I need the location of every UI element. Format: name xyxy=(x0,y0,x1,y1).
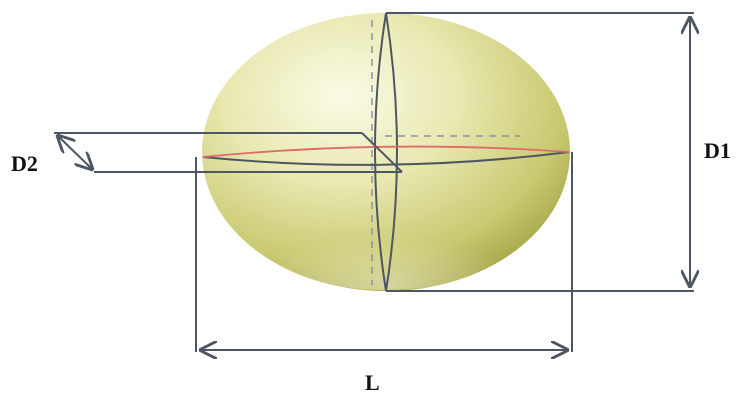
meridian-outline xyxy=(374,12,398,292)
ellipsoid-lower-highlight xyxy=(266,200,506,290)
l-dimension xyxy=(195,152,573,352)
d1-label: D1 xyxy=(704,138,731,163)
d2-label: D2 xyxy=(11,151,38,176)
d2-dimension xyxy=(54,132,403,173)
hidden-construction-lines xyxy=(371,20,520,285)
d1-dimension xyxy=(386,12,694,292)
l-label: L xyxy=(365,370,380,393)
equator-outline xyxy=(202,145,570,166)
